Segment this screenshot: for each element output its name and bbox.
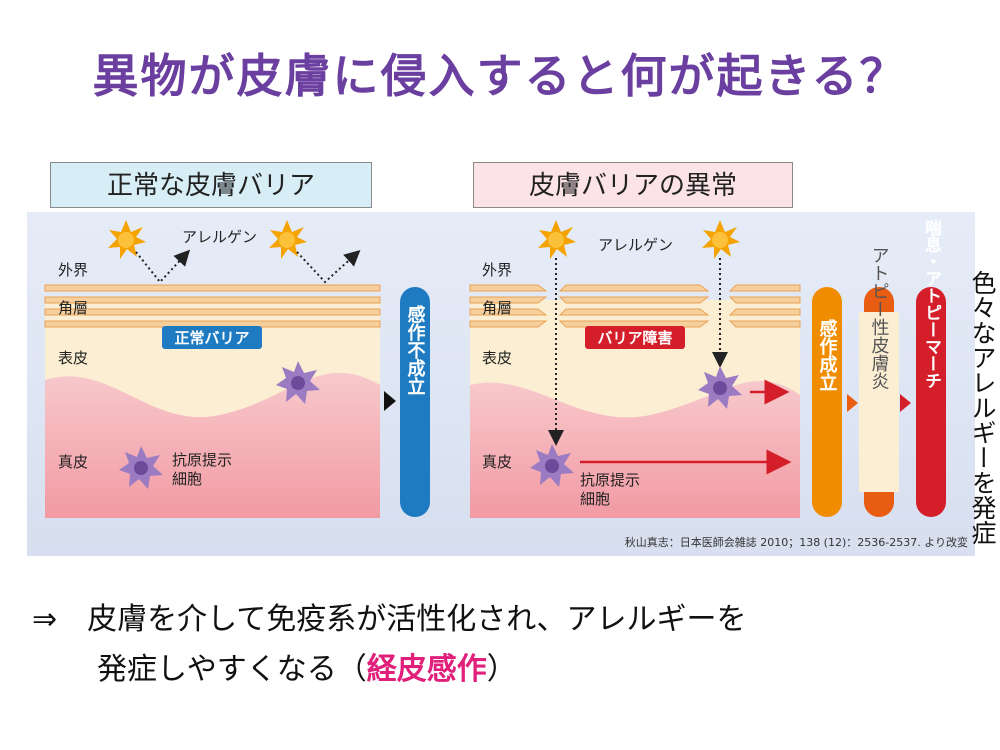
layer-label-outside-right: 外界 bbox=[482, 261, 512, 279]
atopic-dermatitis-text: アトピー性皮膚炎 bbox=[869, 246, 890, 390]
layer-label-stratum-left: 角層 bbox=[58, 299, 88, 317]
conclusion-line2: 発症しやすくなる（経皮感作） bbox=[97, 644, 517, 688]
no-sensitization-text: 感作不成立 bbox=[405, 304, 426, 395]
various-allergies-text: 色々なアレルギーを発症 bbox=[968, 270, 997, 545]
sensitization-bar bbox=[812, 287, 842, 517]
layer-label-epidermis-left: 表皮 bbox=[58, 349, 88, 367]
allergen-label-left: アレルゲン bbox=[182, 228, 257, 246]
atopic-march-bar bbox=[916, 287, 946, 517]
triangle-arrow-icon bbox=[384, 391, 396, 411]
conclusion-line2-before: 発症しやすくなる（ bbox=[97, 652, 367, 687]
barrier-disorder-badge bbox=[585, 326, 685, 349]
normal-barrier-badge-text: 正常バリア bbox=[174, 329, 249, 347]
triangle-arrow-icon bbox=[847, 394, 858, 412]
layer-label-epidermis-right: 表皮 bbox=[482, 349, 512, 367]
cell-label-left-line1: 抗原提示 bbox=[172, 451, 232, 469]
percutaneous-sensitization-highlight: 経皮感作 bbox=[366, 652, 487, 687]
normal-barrier-badge bbox=[162, 326, 262, 349]
conclusion-line1: ⇒ 皮膚を介して免疫系が活性化され、アレルギーを bbox=[32, 602, 747, 637]
abnormal-barrier-header: 皮膚バリアの異常 bbox=[473, 162, 793, 208]
citation: 秋山真志：日本医師会雑誌 2010；138 (12)：2536-2537. より… bbox=[625, 535, 968, 549]
layer-label-dermis-right: 真皮 bbox=[482, 453, 512, 471]
atopic-dermatitis-label-box bbox=[859, 312, 899, 492]
no-sensitization-bar bbox=[400, 287, 430, 517]
cell-label-right-line2: 細胞 bbox=[580, 490, 610, 508]
normal-barrier-header: 正常な皮膚バリア bbox=[50, 162, 372, 208]
normal-skin-section bbox=[44, 284, 381, 518]
cell-label-right-line1: 抗原提示 bbox=[580, 471, 640, 489]
sensitization-text: 感作成立 bbox=[817, 318, 838, 391]
conclusion-line2-after: ） bbox=[486, 652, 517, 687]
allergen-label-right: アレルゲン bbox=[598, 236, 673, 254]
slide-title: 異物が皮膚に侵入すると何が起きる？ bbox=[92, 49, 908, 103]
atopic-march-text: 喘息・アトピーマーチ bbox=[921, 218, 942, 389]
layer-label-dermis-left: 真皮 bbox=[58, 453, 88, 471]
bounce-arrow-icon bbox=[296, 249, 361, 284]
cell-label-left-line2: 細胞 bbox=[172, 470, 202, 488]
triangle-arrow-icon bbox=[900, 394, 911, 412]
barrier-disorder-badge-text: バリア障害 bbox=[597, 329, 672, 347]
layer-label-outside-left: 外界 bbox=[58, 261, 88, 279]
layer-label-stratum-right: 角層 bbox=[482, 299, 512, 317]
